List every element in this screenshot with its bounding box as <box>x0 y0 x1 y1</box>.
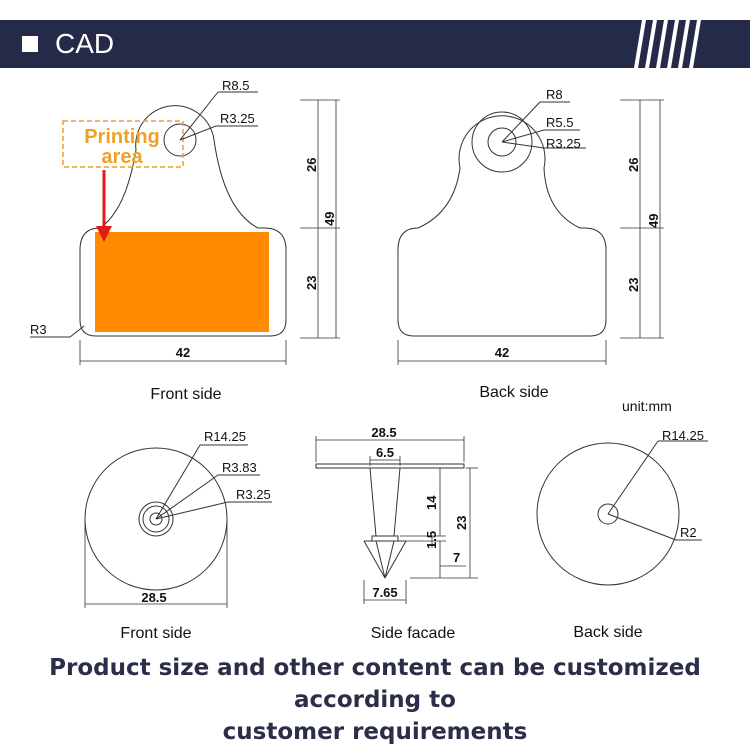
header-bar: CAD <box>0 20 750 68</box>
front-tag-r-corner: R3 <box>30 322 47 337</box>
back-tag-dim-total: 49 <box>646 214 661 228</box>
printing-area-fill <box>95 232 269 332</box>
cad-drawing: Printing area R8.5 R3.25 R3 26 23 49 42 … <box>30 78 708 642</box>
side-facade-caption: Side facade <box>371 625 456 642</box>
side-facade-stem-width: 6.5 <box>376 445 394 460</box>
front-tag-r-hole: R3.25 <box>220 111 255 126</box>
stripes-decoration <box>634 20 701 68</box>
front-tag-dim-width: 42 <box>176 345 190 360</box>
side-facade-dim-total: 23 <box>454 516 469 530</box>
front-tag-dim-upper: 26 <box>304 158 319 172</box>
back-tag-dimensions <box>397 99 664 365</box>
printing-label-line2: area <box>101 146 143 168</box>
back-tag-caption: Back side <box>479 384 548 401</box>
front-tag-leaders <box>30 91 258 338</box>
front-tag-drawing <box>79 105 287 337</box>
front-round-drawing <box>84 444 272 591</box>
side-facade-dim-stem: 14 <box>424 495 439 510</box>
footer-line2: customer requirements <box>222 719 528 745</box>
side-facade-dim-tip: 7 <box>453 550 460 565</box>
side-facade-dimensions <box>315 436 478 604</box>
front-tag-caption: Front side <box>150 386 221 403</box>
back-tag-dim-lower: 23 <box>626 278 641 292</box>
front-tag-dim-total: 49 <box>322 212 337 226</box>
printing-area-label-box <box>62 120 184 168</box>
front-tag-dimensions <box>79 99 340 365</box>
front-round-r-outer: R14.25 <box>204 429 246 444</box>
back-tag-r-outer: R8 <box>546 87 563 102</box>
back-round-caption: Back side <box>573 624 642 641</box>
back-tag-dim-width: 42 <box>495 345 509 360</box>
square-icon <box>22 36 38 52</box>
back-round-drawing <box>536 440 708 586</box>
front-round-dimension <box>84 520 228 608</box>
front-tag-r-outer: R8.5 <box>222 78 249 93</box>
back-tag-drawing <box>397 111 607 337</box>
back-tag-leaders <box>501 101 586 149</box>
side-facade-drawing <box>315 463 465 579</box>
front-round-diameter: 28.5 <box>141 590 166 605</box>
footer-line1: Product size and other content can be cu… <box>49 655 701 713</box>
back-round-r-outer: R14.25 <box>662 428 704 443</box>
unit-label: unit:mm <box>622 398 672 414</box>
back-tag-r-mid: R5.5 <box>546 115 573 130</box>
back-tag-dim-upper: 26 <box>626 158 641 172</box>
front-tag-dim-lower: 23 <box>304 276 319 290</box>
front-round-r-mid: R3.83 <box>222 460 257 475</box>
printing-arrow <box>96 170 112 242</box>
front-round-r-hole: R3.25 <box>236 487 271 502</box>
back-round-r-hole: R2 <box>680 525 697 540</box>
front-round-caption: Front side <box>120 625 191 642</box>
side-facade-dim-neck: 1.5 <box>424 531 439 549</box>
footer-note: Product size and other content can be cu… <box>0 652 750 748</box>
printing-label-line1: Printing <box>84 126 160 148</box>
side-facade-top-width: 28.5 <box>371 425 396 440</box>
back-tag-r-hole: R3.25 <box>546 136 581 151</box>
header-title: CAD <box>55 28 115 59</box>
side-facade-tip-width: 7.65 <box>372 585 397 600</box>
